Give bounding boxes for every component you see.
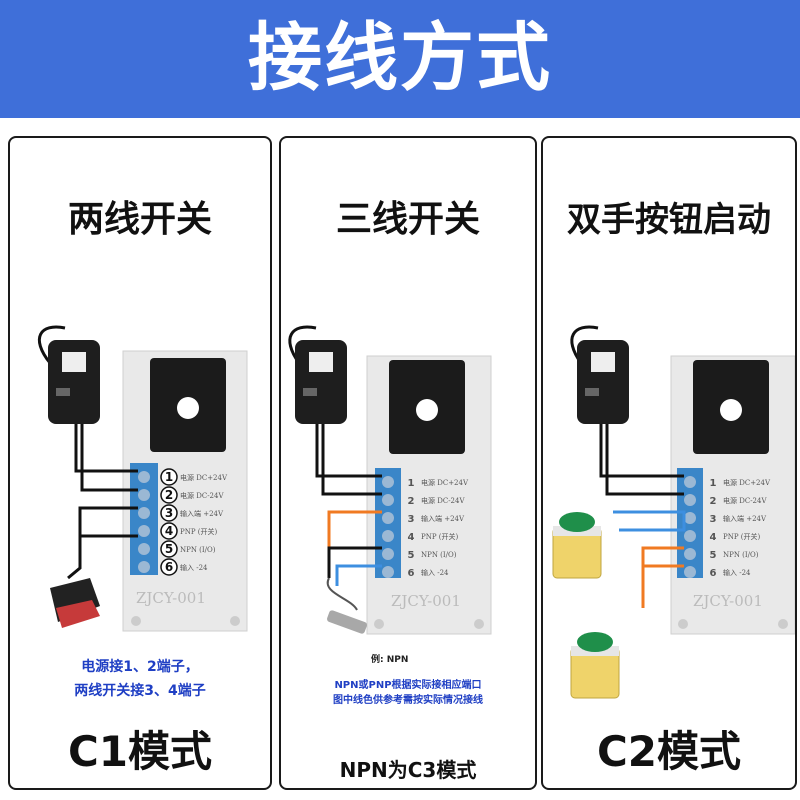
note-line: 两线开关接3、4端子 bbox=[74, 683, 206, 699]
wires bbox=[67, 424, 138, 580]
panel-title: 两线开关 bbox=[67, 199, 212, 240]
terminal-label: 输入端 +24V bbox=[180, 509, 224, 518]
proximity-sensor-icon bbox=[326, 577, 368, 634]
wiring-note: 电源接1、2端子， 两线开关接3、4端子 bbox=[10, 655, 270, 703]
terminal-label: NPN (I/O) bbox=[723, 551, 759, 559]
terminal-number: 4 bbox=[408, 532, 415, 543]
controller-device: 1 2 3 4 5 6 电源 DC+24V 电源 DC-24V 输入端 +24V… bbox=[670, 355, 795, 635]
wiring-illustration: 1 2 3 4 5 6 电源 DC+24V 电源 DC-24V 输入端 +24V… bbox=[37, 325, 248, 632]
mode-label: NPN为C3模式 bbox=[339, 758, 477, 782]
power-adapter-icon bbox=[570, 325, 629, 424]
panel-title: 三线开关 bbox=[335, 199, 480, 240]
device-model-label: ZJCY-001 bbox=[391, 592, 461, 610]
panel-two-hand-button: 双手按钮启动 1 2 3 4 5 6 电源 DC+24V bbox=[541, 136, 797, 790]
terminal-number: 1 bbox=[710, 478, 717, 489]
wires bbox=[599, 424, 686, 608]
panel-three-wire: 三线开关 1 2 3 4 5 6 电源 DC+24V bbox=[279, 136, 537, 790]
wiring-illustration: 1 2 3 4 5 6 电源 DC+24V 电源 DC-24V 输入端 +24V… bbox=[288, 325, 492, 635]
terminal-label: PNP (开关) bbox=[421, 532, 459, 541]
terminal-label: 电源 DC+24V bbox=[723, 478, 771, 487]
terminal-label: 电源 DC-24V bbox=[421, 496, 465, 505]
device-model-label: ZJCY-001 bbox=[136, 589, 206, 607]
terminal-number: 1 bbox=[165, 470, 173, 484]
terminal-label: PNP (开关) bbox=[723, 532, 761, 541]
push-button-icon bbox=[552, 512, 602, 579]
panel-two-wire: 两线开关 1 2 3 4 5 bbox=[8, 136, 272, 790]
terminal-label: NPN (I/O) bbox=[180, 546, 216, 554]
power-adapter-icon bbox=[37, 325, 100, 424]
terminal-number: 5 bbox=[408, 550, 415, 561]
terminal-number: 6 bbox=[165, 560, 173, 574]
terminal-label: 电源 DC+24V bbox=[421, 478, 469, 487]
terminal-number: 6 bbox=[710, 568, 717, 579]
note-line: NPN或PNP根据实际接相应端口 bbox=[334, 680, 482, 691]
terminal-number: 3 bbox=[710, 514, 717, 525]
header-banner: 接线方式 bbox=[0, 0, 800, 118]
wiring-note: NPN或PNP根据实际接相应端口 图中线色供参考需按实际情况接线 bbox=[281, 678, 535, 708]
terminal-label: 输入 -24 bbox=[180, 563, 208, 572]
terminal-label: 输入端 +24V bbox=[723, 514, 767, 523]
terminal-label: 电源 DC-24V bbox=[180, 491, 224, 500]
terminal-number: 3 bbox=[165, 506, 173, 520]
page-title: 接线方式 bbox=[248, 15, 552, 101]
note-line: 电源接1、2端子， bbox=[81, 659, 199, 675]
device-model-label: ZJCY-001 bbox=[693, 592, 763, 610]
power-adapter-icon bbox=[288, 325, 347, 424]
terminal-number: 2 bbox=[710, 496, 717, 507]
terminal-label: 电源 DC-24V bbox=[723, 496, 767, 505]
push-button-icon bbox=[570, 632, 620, 699]
controller-device: 1 2 3 4 5 6 电源 DC+24V 电源 DC-24V 输入端 +24V… bbox=[366, 355, 492, 635]
terminal-number: 1 bbox=[408, 478, 415, 489]
terminal-number: 5 bbox=[165, 542, 173, 556]
terminal-label: NPN (I/O) bbox=[421, 551, 457, 559]
terminal-label: 输入 -24 bbox=[723, 568, 751, 577]
terminal-number: 6 bbox=[408, 568, 415, 579]
wires bbox=[315, 424, 382, 586]
foot-switch-icon bbox=[50, 578, 100, 628]
terminal-number: 4 bbox=[710, 532, 717, 543]
terminal-label: 输入 -24 bbox=[421, 568, 449, 577]
mode-label: C2模式 bbox=[596, 727, 742, 776]
controller-device: 1 2 3 4 5 6 电源 DC+24V 电源 DC-24V 输入端 +24V… bbox=[122, 350, 248, 632]
terminal-label: PNP (开关) bbox=[180, 527, 218, 536]
panel-title: 双手按钮启动 bbox=[567, 200, 771, 240]
terminal-label: 电源 DC+24V bbox=[180, 473, 228, 482]
terminal-number: 2 bbox=[408, 496, 415, 507]
terminal-number: 4 bbox=[165, 524, 173, 538]
note-line: 图中线色供参考需按实际情况接线 bbox=[333, 695, 483, 706]
terminal-number: 2 bbox=[165, 488, 173, 502]
mode-label: C1模式 bbox=[67, 727, 213, 776]
example-label: 例: NPN bbox=[371, 655, 409, 665]
terminal-label: 输入端 +24V bbox=[421, 514, 465, 523]
terminal-number: 3 bbox=[408, 514, 415, 525]
terminal-number: 5 bbox=[710, 550, 717, 561]
wiring-illustration: 1 2 3 4 5 6 电源 DC+24V 电源 DC-24V 输入端 +24V… bbox=[552, 325, 795, 699]
